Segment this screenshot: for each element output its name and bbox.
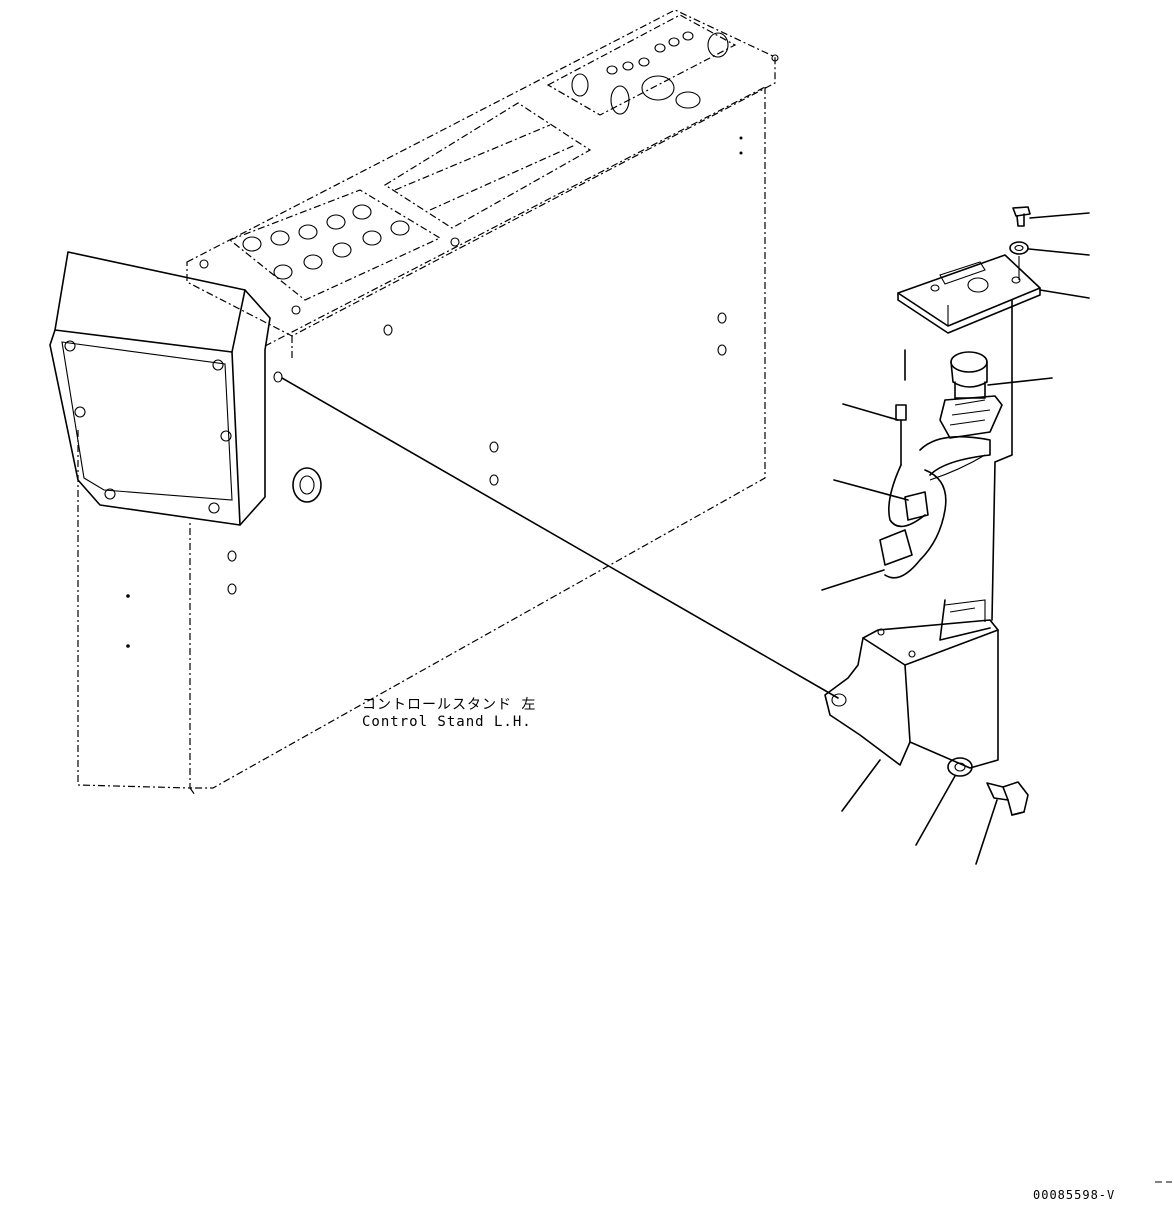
leader-connector-b (821, 569, 885, 591)
bolt-small (1009, 206, 1031, 280)
leader-emergency-switch (987, 377, 1053, 386)
support-frame (904, 299, 1013, 641)
leader-lines (821, 212, 1090, 865)
leader-bracket (841, 759, 881, 812)
leader-connector-a (833, 479, 909, 501)
control-stand-phantom (77, 9, 776, 796)
hex-bolt (986, 781, 1029, 816)
drawing-number: 00085598-V (1033, 1188, 1116, 1202)
armrest-box (49, 251, 271, 526)
leader-harness-plug (842, 403, 899, 421)
leader-plate (1039, 289, 1090, 299)
control-stand-label-jp: コントロールスタンド 左 (362, 697, 537, 713)
leader-washer-small (1028, 248, 1090, 256)
leader-bolt-small (1029, 212, 1090, 219)
control-stand-label-en: Control Stand L.H. (362, 714, 532, 730)
console-buttons (199, 31, 779, 315)
washer (947, 757, 973, 777)
assembly-line (281, 377, 839, 699)
wire-harness (879, 404, 986, 579)
leader-washer (915, 775, 956, 846)
emergency-switch (919, 351, 1003, 476)
cover-plate (897, 254, 1041, 334)
leader-bolt (975, 799, 998, 865)
bracket (824, 619, 999, 769)
